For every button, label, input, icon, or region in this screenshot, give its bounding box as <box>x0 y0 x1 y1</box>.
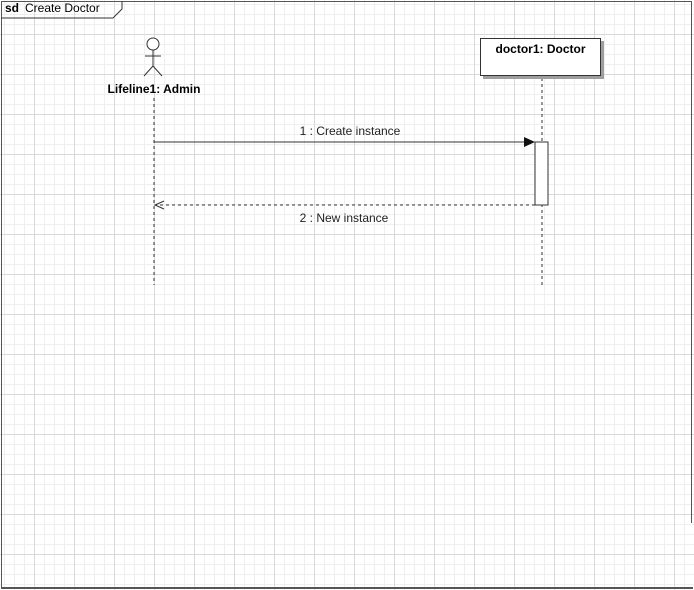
frame-title: sd Create Doctor <box>5 0 100 16</box>
actor-figure-icon <box>143 37 163 77</box>
doctor-lifeline-label: doctor1: Doctor <box>495 42 586 56</box>
doctor-activation-bar <box>534 141 549 206</box>
message-2-arrowhead <box>153 200 165 210</box>
diagram-frame-bottom-edge <box>1 587 693 589</box>
doctor-lifeline-head[interactable]: doctor1: Doctor <box>480 38 601 76</box>
message-1-label: 1 : Create instance <box>299 124 401 138</box>
message-1-arrowhead <box>524 137 535 147</box>
frame-tab-outline <box>1 1 123 19</box>
message-2-label: 2 : New instance <box>299 211 389 225</box>
frame-name: Create Doctor <box>25 1 100 15</box>
frame-keyword: sd <box>5 1 20 15</box>
diagram-frame-right-edge <box>691 1 692 523</box>
admin-lifeline-label: Lifeline1: Admin <box>107 82 201 96</box>
